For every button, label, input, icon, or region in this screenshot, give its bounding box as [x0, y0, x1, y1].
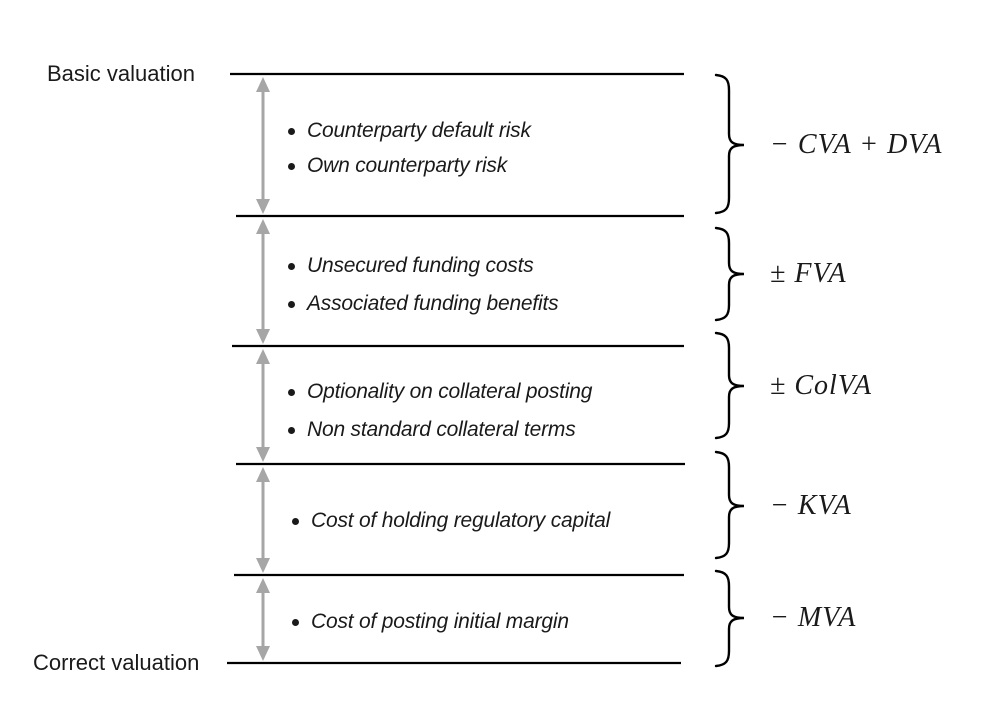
bullet-text: Own counterparty risk: [307, 154, 508, 177]
correct-valuation-label: Correct valuation: [33, 650, 200, 675]
bullet-text: Associated funding benefits: [307, 292, 559, 315]
bullet-dot-icon: [288, 426, 295, 434]
bullet-dot-icon: [288, 162, 295, 170]
bullet-text: Unsecured funding costs: [307, 254, 534, 277]
formula-colva: ± ColVA: [770, 370, 872, 401]
basic-valuation-label: Basic valuation: [47, 61, 195, 86]
double-arrow-icon-3: [256, 349, 270, 462]
bullet-text: Cost of holding regulatory capital: [311, 509, 611, 532]
bullet-item: Associated funding benefits: [288, 292, 559, 316]
bullet-dot-icon: [292, 618, 299, 626]
bullet-item: Counterparty default risk: [288, 119, 531, 143]
brace-icon-cva-dva: [714, 73, 745, 215]
formula-fva: ± FVA: [770, 258, 847, 289]
brace-icon-fva: [714, 226, 745, 322]
bullet-dot-icon: [288, 127, 295, 135]
bullet-dot-icon: [292, 517, 299, 525]
bullet-text: Counterparty default risk: [307, 119, 531, 142]
formula-mva: − MVA: [770, 602, 857, 633]
bullet-text: Cost of posting initial margin: [311, 610, 569, 633]
bullet-item: Cost of posting initial margin: [292, 610, 569, 634]
double-arrow-icon-1: [256, 77, 270, 214]
brace-icon-mva: [714, 569, 745, 668]
bullet-item: Optionality on collateral posting: [288, 380, 592, 404]
bullet-item: Unsecured funding costs: [288, 254, 534, 278]
double-arrow-icon-4: [256, 467, 270, 573]
formula-kva: − KVA: [770, 490, 852, 521]
formula-cva-dva: − CVA + DVA: [770, 129, 943, 160]
brace-icon-kva: [714, 450, 745, 560]
bullet-dot-icon: [288, 388, 295, 396]
bullet-dot-icon: [288, 300, 295, 308]
bullet-text: Non standard collateral terms: [307, 418, 576, 441]
bullet-item: Cost of holding regulatory capital: [292, 509, 610, 533]
brace-icon-colva: [714, 331, 745, 440]
bullet-dot-icon: [288, 262, 295, 270]
bullet-item: Own counterparty risk: [288, 154, 507, 178]
double-arrow-icon-2: [256, 219, 270, 344]
bullet-item: Non standard collateral terms: [288, 418, 576, 442]
double-arrow-icon-5: [256, 578, 270, 661]
bullet-text: Optionality on collateral posting: [307, 380, 593, 403]
